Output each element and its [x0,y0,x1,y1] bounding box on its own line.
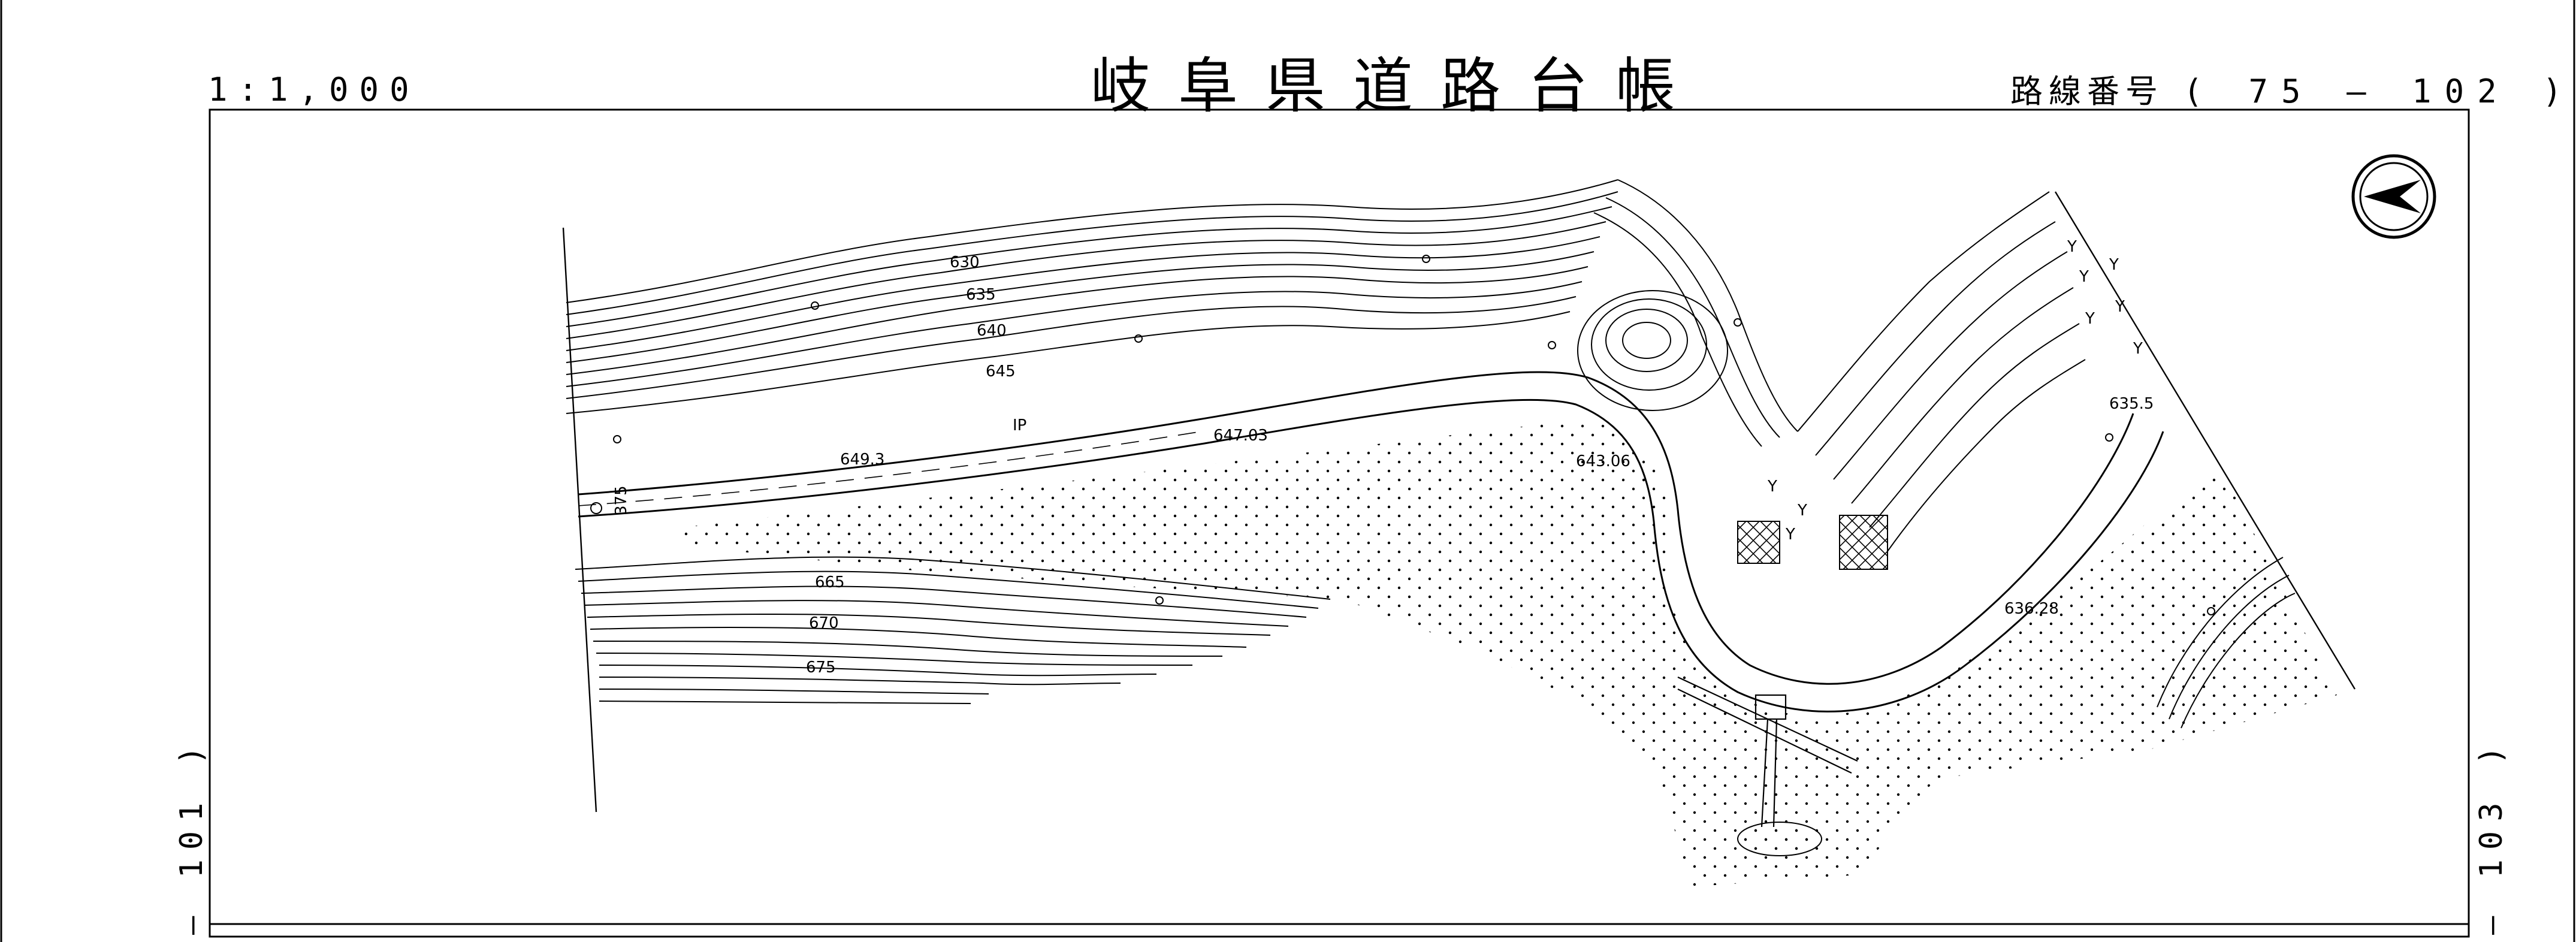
road-marker: 375 [612,485,630,515]
road [578,371,2164,712]
route-number: ( 75 — 102 ) [2183,73,2575,110]
contour-label: 635 [966,286,996,304]
elevation-label: 643.06 [1576,452,1630,470]
hatched-area [1737,521,1780,564]
contour-label: 645 [986,363,1016,381]
page-title: 岐阜県道路台帳 [1091,51,1703,121]
elevation-label: 649.3 [840,451,884,469]
scale-label: 1:1,000 [208,71,420,108]
elevation-label: 647.03 [1213,427,1268,445]
svg-text:Y: Y [2133,340,2143,358]
boundary-line-east [2054,191,2356,690]
contour-label: 670 [809,614,839,632]
point-symbols [590,255,2215,615]
svg-text:Y: Y [1797,502,1807,520]
svg-text:Y: Y [1767,478,1777,496]
svg-text:Y: Y [2079,268,2089,286]
svg-text:Y: Y [1785,526,1795,544]
forest-symbols: YYY YYY YYY [1767,238,2143,544]
culvert-end [1737,822,1822,856]
elevation-label: 635.5 [2109,395,2154,413]
svg-text:Y: Y [2085,310,2095,328]
contour-label: 640 [977,322,1007,340]
map-frame [209,108,2470,938]
contours-north [566,179,2086,552]
culvert [1677,677,1858,828]
svg-text:Y: Y [2067,238,2077,256]
contours-south [575,556,2296,729]
elevation-label: 636.28 [2004,600,2059,618]
map-drawing: YYY YYY YYY [562,179,2356,887]
adjacent-sheet-right: — 103 ) [2474,736,2509,935]
adjacent-sheet-left: — 101 ) [174,736,210,935]
svg-text:Y: Y [2115,298,2125,316]
boundary-line-west [562,227,597,813]
route-label: 路線番号 [2010,73,2164,110]
field-symbol: IP [1013,416,1026,434]
north-arrow-icon [2351,154,2436,239]
contour-label: 630 [950,253,980,271]
structure-hatched [1839,515,1888,570]
contour-label: 675 [806,659,836,677]
route-number-label: 路線番号 ( 75 — 102 ) [2010,65,2575,112]
contour-label: 665 [815,573,845,591]
field-dotted-area [683,419,2337,887]
svg-text:Y: Y [2109,256,2119,274]
